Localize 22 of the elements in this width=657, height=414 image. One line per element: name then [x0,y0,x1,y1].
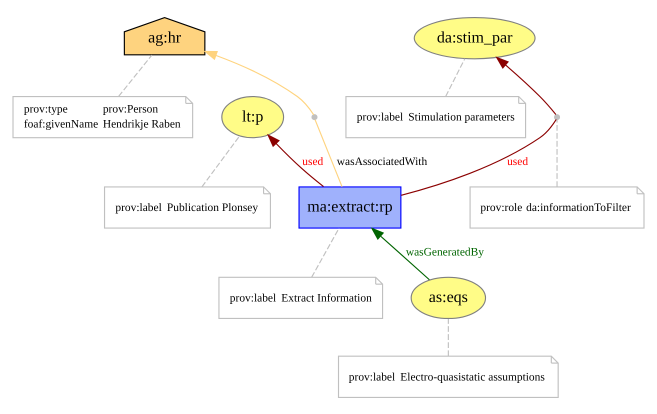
connector [445,58,466,96]
connector [311,227,340,277]
node-ellipse: da:stim_par [414,16,536,59]
node-box: ma:extract:rp [298,186,402,228]
arrow [370,226,430,280]
node-ellipse: lt:p [221,95,284,138]
connector [448,318,449,356]
connector [118,54,152,96]
edge-label: wasGeneratedBy [406,246,484,258]
arrow [495,56,556,114]
connector [556,119,558,186]
edge-label: wasAssociatedWith [336,156,428,168]
node-ellipse: as:eqs [410,276,486,319]
arrow [203,50,314,115]
node-circle [554,114,560,120]
edge-label: used [302,156,324,168]
connector [314,119,343,187]
edge-label: used [507,156,528,168]
node-circle [311,114,318,120]
connector [401,118,557,196]
arrow [266,133,324,187]
connector [202,135,240,187]
